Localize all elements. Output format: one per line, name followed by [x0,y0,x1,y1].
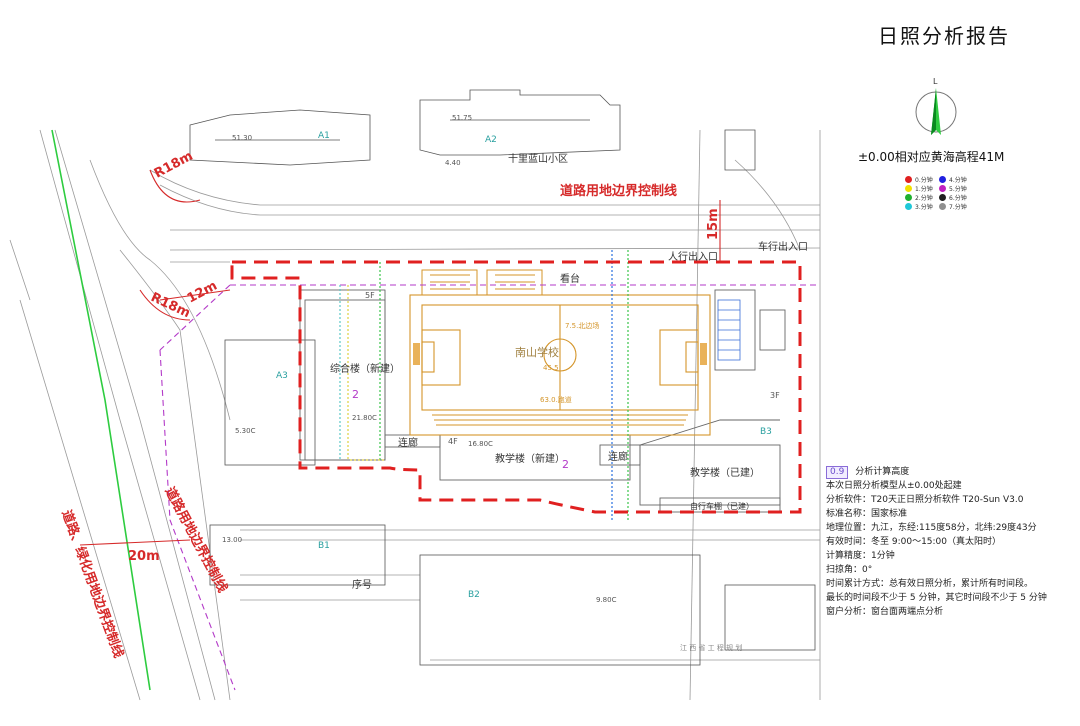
field-label-1: 7.5.北边场 [565,321,599,330]
block-b2-label: B2 [468,590,480,600]
note-line: 时间累计方式：总有效日照分析，累计所有时间段。 [826,579,1034,589]
height-badge: 0.9 [826,466,849,479]
goal-right [700,343,707,365]
legend-item: 5.分钟 [939,184,973,193]
legend-swatch [905,185,912,192]
note-line: 标准名称：国家标准 [826,509,908,519]
legend-item: 4.分钟 [939,175,973,184]
elev-5-label: 21.80C [352,414,377,422]
label-2a: 2 [352,388,359,401]
teaching-existing-label: 教学楼（已建） [690,466,760,479]
corridor-2-label: 连廊 [608,450,628,463]
floors-5f-label: 5F [365,291,375,300]
goal-left [413,343,420,365]
school-name-label: 南山学校 [515,345,559,359]
color-legend: 0.分钟 1.分钟 2.分钟 3.分钟 4.分钟 5.分钟 6.分钟 7.分钟 [905,175,975,211]
dim-15m-label: 15m [706,208,721,240]
blue-structures [717,299,741,361]
legend-swatch [905,194,912,201]
legend-label: 5.分钟 [949,186,967,193]
sports-field [409,294,711,436]
legend-swatch [905,176,912,183]
north-label: L [933,77,938,86]
field-label-3: 63.0.跑道 [540,395,572,404]
elev-1-label: 51.30 [232,134,252,142]
green-road-label-group: 道路、绿化用地边界控制线 [58,508,126,660]
legend-swatch [939,194,946,201]
red-site-boundary [230,260,802,514]
vehicle-entrance-label: 车行出入口 [758,240,808,253]
corridor-1-label: 连廊 [398,436,418,449]
elev-4-label: 5.30C [235,427,256,435]
block-a3-label: A3 [276,371,288,381]
legend-item: 6.分钟 [939,193,973,202]
elev-6-label: 16.80C [468,440,493,448]
note-line: 有效时间：冬至 9:00～15:00（真太阳时） [826,537,1002,547]
legend-item: 7.分钟 [939,202,973,211]
r18-top-label: R18m [152,149,196,182]
legend-label: 6.分钟 [949,195,967,202]
elev-3-label: 4.40 [445,159,461,167]
dimension-marks [79,169,721,546]
teaching-new-label: 教学楼（新建） [495,452,565,465]
note-line: 最长的时间段不少于 5 分钟，其它时间段不少于 5 分钟 [826,593,1047,603]
legend-swatch [939,185,946,192]
shadow-lines [339,250,629,520]
road-green-line-label: 道路、绿化用地边界控制线 [58,508,126,660]
legend-swatch [939,176,946,183]
dim-12m-label: 12m [185,278,220,306]
notes-header: 0.9 分析计算高度 [826,465,1047,479]
bottom-label: 江 西 省 工 程 规 划 [680,643,742,652]
block-b1-label: B1 [318,541,330,551]
note-line: 分析软件：T20天正日照分析软件 T20-Sun V3.0 [826,495,1024,505]
legend-swatch [939,203,946,210]
field-label-2: 45.5 [543,364,559,372]
note-line: 计算精度：1分钟 [826,551,895,561]
neighborhood-label: 十里蓝山小区 [508,152,568,165]
purple-setback-line [159,284,820,691]
bike-shed-label: 自行车棚（已建） [690,501,754,511]
stand-label: 看台 [560,272,580,285]
note-line: 扫掠角：0° [826,565,873,575]
green-boundary-line [51,129,151,691]
site-buildings [304,289,786,513]
block-a1-label: A1 [318,131,330,141]
legend-swatch [905,203,912,210]
block-b3-label: B3 [760,427,772,437]
legend-label: 0.分钟 [915,177,933,184]
legend-label: 2.分钟 [915,195,933,202]
note-line: 本次日照分析模型从±0.00处起建 [826,481,962,491]
elevation-note: ±0.00相对应黄海高程41M [858,150,1005,164]
analysis-notes: 0.9 分析计算高度 本次日照分析模型从±0.00处起建 分析软件：T20天正日… [826,465,1047,619]
complex-building-label: 综合楼（新建） [330,362,400,375]
legend-item: 1.分钟 [905,184,939,193]
stands [421,269,543,296]
elev-8-label: 13.00 [222,536,242,544]
floors-4f-label: 4F [448,437,458,446]
sequence-label: 序号 [352,578,372,591]
note-line: 窗户分析：窗台面两端点分析 [826,607,944,617]
road-line-top-label: 道路用地边界控制线 [560,183,677,199]
page-title: 日照分析报告 [878,24,1010,48]
legend-label: 3.分钟 [915,204,933,211]
pedestrian-entrance-label: 人行出入口 [668,250,718,263]
elev-7-label: 9.80C [596,596,617,604]
legend-item: 0.分钟 [905,175,939,184]
legend-label: 7.分钟 [949,204,967,211]
note-line: 地理位置：九江，东经:115度58分，北纬:29度43分 [826,523,1037,533]
legend-item: 3.分钟 [905,202,939,211]
height-badge-text: 分析计算高度 [855,467,910,477]
legend-item: 2.分钟 [905,193,939,202]
dim-20m-label: 20m [128,549,160,564]
legend-label: 1.分钟 [915,186,933,193]
block-a2-label: A2 [485,135,497,145]
elev-2-label: 51.75 [452,114,472,122]
legend-label: 4.分钟 [949,177,967,184]
floors-3f-label: 3F [770,391,780,400]
neighborhood-buildings [189,89,756,171]
road-lines [9,129,821,701]
north-arrow-icon [915,88,957,135]
label-2b: 2 [562,458,569,471]
